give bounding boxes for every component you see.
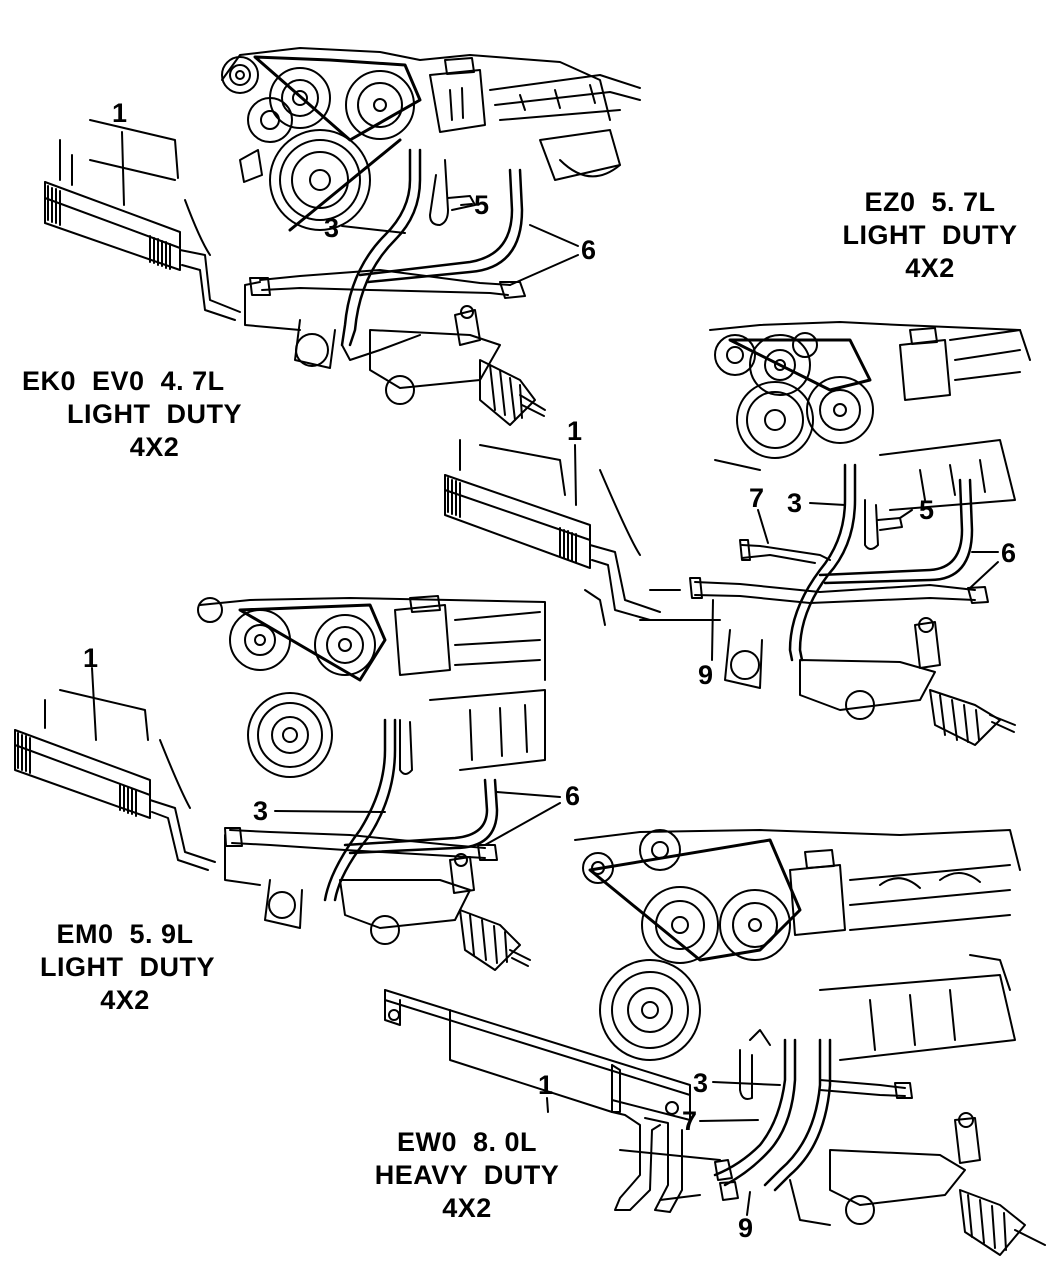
callout-6: 6 — [1001, 538, 1017, 568]
view-emo-art — [14, 595, 561, 971]
config-label-line: EK0 EV0 4. 7L — [22, 366, 225, 396]
hose-assembly-icon — [224, 718, 499, 902]
leader-6a — [496, 791, 561, 798]
engine-front-icon — [221, 47, 641, 232]
leader-5 — [899, 509, 913, 519]
leader-9 — [746, 1191, 751, 1216]
view-ewo-art — [384, 829, 1046, 1256]
leader-3 — [809, 502, 846, 506]
config-label-line: 4X2 — [442, 1193, 492, 1223]
callout-1: 1 — [567, 416, 583, 446]
hose-assembly-icon — [639, 463, 989, 662]
config-label-line: LIGHT DUTY — [67, 399, 242, 429]
callout-3: 3 — [787, 488, 803, 518]
callout-3: 3 — [693, 1068, 709, 1098]
config-label-line: LIGHT DUTY — [40, 952, 215, 982]
callout-5: 5 — [474, 190, 490, 220]
callout-3: 3 — [253, 796, 269, 826]
view-eko-evo-art — [44, 47, 641, 426]
callout-7: 7 — [682, 1106, 698, 1136]
config-label-line: EW0 8. 0L — [396, 1127, 538, 1157]
config-label-line: EZ0 5. 7L — [864, 187, 996, 217]
config-label-line: 4X2 — [100, 985, 150, 1015]
callout-9: 9 — [698, 660, 714, 690]
leader-7 — [699, 1119, 759, 1122]
config-label-line: LIGHT DUTY — [842, 220, 1018, 250]
callout-7: 7 — [749, 483, 765, 513]
cooler-icon — [444, 439, 661, 626]
callout-1: 1 — [538, 1070, 554, 1100]
leader-1 — [91, 667, 97, 741]
callout-9: 9 — [738, 1213, 754, 1243]
leader-9 — [711, 599, 714, 661]
callout-3: 3 — [324, 213, 340, 243]
leader-3 — [274, 810, 386, 813]
leader-1 — [546, 1097, 549, 1113]
config-label-line: 4X2 — [905, 253, 955, 283]
steering-gear-icon — [789, 1112, 1046, 1256]
callout-1: 1 — [112, 98, 128, 128]
leader-3 — [341, 225, 406, 234]
leader-3 — [712, 1081, 781, 1086]
view-ezo-art — [444, 321, 1031, 746]
cooler-icon — [14, 689, 261, 886]
leader-1 — [574, 444, 577, 506]
engine-front-icon — [709, 321, 1031, 511]
callout-6: 6 — [581, 235, 597, 265]
callout-6: 6 — [565, 781, 581, 811]
engine-front-icon — [197, 595, 546, 778]
cooler-icon — [384, 989, 721, 1213]
leader-6b — [484, 802, 561, 846]
steering-gear-icon — [294, 305, 546, 426]
leader-6a — [529, 224, 579, 247]
steering-gear-icon — [264, 853, 531, 971]
leader-5 — [460, 203, 473, 206]
engine-front-icon — [574, 829, 1021, 1061]
config-label-line: HEAVY DUTY — [374, 1160, 560, 1190]
leader-7 — [757, 509, 769, 544]
leader-6b — [969, 561, 999, 589]
leader-6b — [509, 254, 579, 286]
hose-assembly-icon — [659, 1029, 913, 1201]
config-label-line: 4X2 — [129, 432, 180, 462]
cooler-icon — [44, 119, 301, 331]
callout-1: 1 — [83, 643, 99, 673]
callout-5: 5 — [919, 495, 935, 525]
config-label-line: EM0 5. 9L — [56, 919, 194, 949]
steering-gear-icon — [724, 617, 1016, 746]
leader-1 — [121, 131, 125, 206]
hose-assembly-icon — [249, 148, 526, 361]
